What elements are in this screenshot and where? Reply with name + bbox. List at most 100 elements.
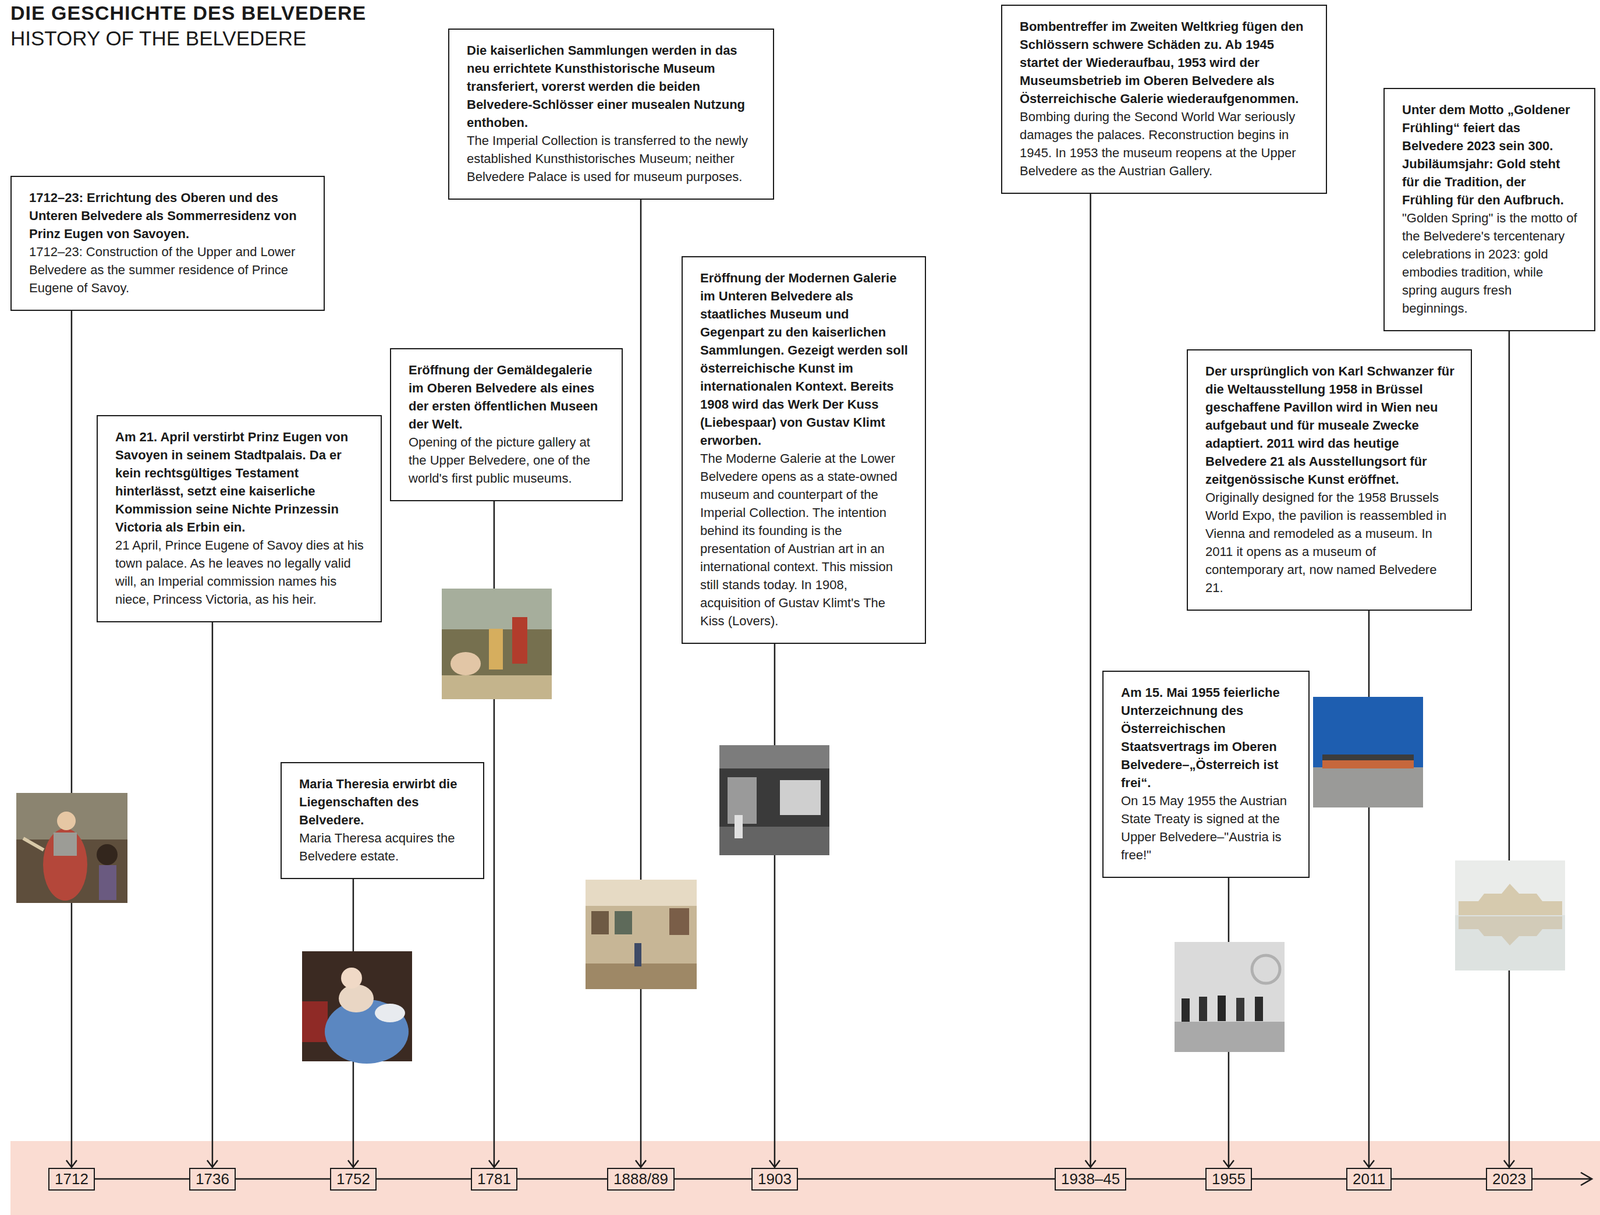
german-text: Maria Theresia erwirbt die Liegenschafte… xyxy=(299,774,470,829)
photo-sky xyxy=(1313,696,1424,808)
callout-box: Eröffnung der Gemäldegalerie im Oberen B… xyxy=(389,348,623,502)
callout-box: Maria Theresia erwirbt die Liegenschafte… xyxy=(280,761,485,879)
year-label: 1752 xyxy=(336,1169,371,1188)
callout-box: Unter dem Motto „Goldener Frühling“ feie… xyxy=(1383,87,1596,332)
german-text: Die kaiserlichen Sammlungen werden in da… xyxy=(466,41,759,132)
connector-arrow xyxy=(66,310,77,1167)
english-text: Bombing during the Second World War seri… xyxy=(1019,107,1312,180)
photo-table xyxy=(302,1001,328,1042)
callout-box: Die kaiserlichen Sammlungen werden in da… xyxy=(448,28,775,200)
english-text: The Imperial Collection is transferred t… xyxy=(466,131,759,186)
diagram-title: DIE GESCHICHTE DES BELVEDERE xyxy=(10,1,367,25)
photo-bodice xyxy=(338,984,374,1013)
year-box: 1938–45 xyxy=(1054,1167,1127,1191)
photo-ground xyxy=(1174,941,1285,1052)
year-box: 2023 xyxy=(1485,1167,1533,1191)
german-text: Der ursprünglich von Karl Schwanzer für … xyxy=(1205,362,1457,489)
german-text: Am 15. Mai 1955 feierliche Unterzeichnun… xyxy=(1120,683,1295,792)
photo-ground xyxy=(16,792,128,903)
connector-arrow xyxy=(635,199,647,1167)
english-text: On 15 May 1955 the Austrian State Treaty… xyxy=(1120,791,1295,864)
callout-box: Am 15. Mai 1955 feierliche Unterzeichnun… xyxy=(1102,670,1310,878)
photo-armour xyxy=(53,832,77,856)
photo-facade xyxy=(1322,760,1414,769)
photo-ground xyxy=(585,879,697,989)
photo-person xyxy=(1217,995,1226,1021)
german-text: Unter dem Motto „Goldener Frühling“ feie… xyxy=(1402,100,1581,209)
year-label: 1903 xyxy=(757,1169,792,1188)
photo-upper-belvedere xyxy=(1455,860,1566,971)
year-box: 1888/89 xyxy=(607,1167,675,1191)
year-label: 1712 xyxy=(54,1169,89,1188)
german-text: Eröffnung der Modernen Galerie im Untere… xyxy=(700,268,911,450)
photo-ground xyxy=(441,588,552,700)
year-box: 1955 xyxy=(1205,1167,1252,1191)
photo-ground xyxy=(1313,767,1424,808)
photo-ground xyxy=(719,744,830,856)
photo-picture xyxy=(591,910,609,935)
photo-balustrade xyxy=(1174,1021,1285,1052)
year-box: 1712 xyxy=(48,1167,95,1191)
year-box: 1736 xyxy=(189,1167,236,1191)
english-text: 1712–23: Construction of the Upper and L… xyxy=(29,242,310,297)
year-label: 1781 xyxy=(477,1169,512,1188)
english-text: Opening of the picture gallery at the Up… xyxy=(408,433,608,488)
photo-person xyxy=(1254,996,1264,1021)
photo-reflection xyxy=(1458,916,1563,946)
year-box: 1752 xyxy=(330,1167,377,1191)
year-label: 1938–45 xyxy=(1061,1169,1120,1188)
callout-box: 1712–23: Errichtung des Oberen und des U… xyxy=(10,175,325,311)
photo-person xyxy=(1181,998,1190,1022)
photo-roof xyxy=(1322,754,1414,761)
photo-palace xyxy=(1458,883,1563,915)
year-label: 2011 xyxy=(1352,1169,1386,1188)
callout-box: Der ursprünglich von Karl Schwanzer für … xyxy=(1186,349,1472,611)
photo-baton xyxy=(23,838,44,850)
connector-arrow xyxy=(207,622,218,1167)
photo-picture xyxy=(669,907,690,935)
photo-person xyxy=(1236,997,1245,1021)
photo-servant xyxy=(96,843,118,865)
axis-arrowhead xyxy=(1580,1172,1592,1186)
callout-box: Am 21. April verstirbt Prinz Eugen von S… xyxy=(96,414,382,623)
photo-ceiling xyxy=(585,879,697,906)
german-text: Am 21. April verstirbt Prinz Eugen von S… xyxy=(115,427,367,537)
photo-servant-coat xyxy=(98,864,117,900)
photo-person xyxy=(1198,996,1208,1021)
year-label: 2023 xyxy=(1492,1169,1527,1188)
photo-steps xyxy=(441,675,552,700)
photo-figure xyxy=(43,828,88,901)
photo-picture xyxy=(614,910,633,935)
portrait-prince-eugene xyxy=(16,792,128,903)
year-label: 1736 xyxy=(195,1169,230,1188)
connector-arrow xyxy=(1363,610,1375,1167)
german-text: Bombentreffer im Zweiten Weltkrieg fügen… xyxy=(1019,17,1312,108)
band xyxy=(10,1140,1600,1215)
photo-figure xyxy=(512,616,528,664)
photo-belvedere-21 xyxy=(1313,696,1424,808)
photo-visitor xyxy=(634,942,642,967)
painting-interior xyxy=(585,879,697,989)
german-text: 1712–23: Errichtung des Oberen und des U… xyxy=(29,188,310,243)
portrait-maria-theresa xyxy=(302,951,413,1064)
year-box: 1903 xyxy=(751,1167,798,1191)
year-label: 1888/89 xyxy=(613,1169,669,1188)
photo-water xyxy=(1455,914,1566,971)
english-text: The Moderne Galerie at the Lower Belvede… xyxy=(700,449,911,630)
photo-ceiling xyxy=(719,744,830,769)
english-text: Maria Theresa acquires the Belvedere est… xyxy=(299,828,470,865)
subtitle: HISTORY OF THE BELVEDERE xyxy=(10,26,307,51)
photo-ornament xyxy=(1251,955,1280,984)
photo-floor xyxy=(585,963,697,989)
photo-head xyxy=(57,811,76,830)
connector-arrow xyxy=(1503,331,1515,1167)
english-text: Originally designed for the 1958 Brussel… xyxy=(1205,488,1457,597)
photo-lace xyxy=(374,1003,406,1023)
photo-head xyxy=(341,967,363,989)
painting-gallery xyxy=(441,588,552,700)
german-text: Eröffnung der Gemäldegalerie im Oberen B… xyxy=(408,360,608,434)
connector-arrow xyxy=(769,643,780,1167)
photo-figure xyxy=(734,814,743,839)
year-box: 2011 xyxy=(1346,1167,1392,1191)
